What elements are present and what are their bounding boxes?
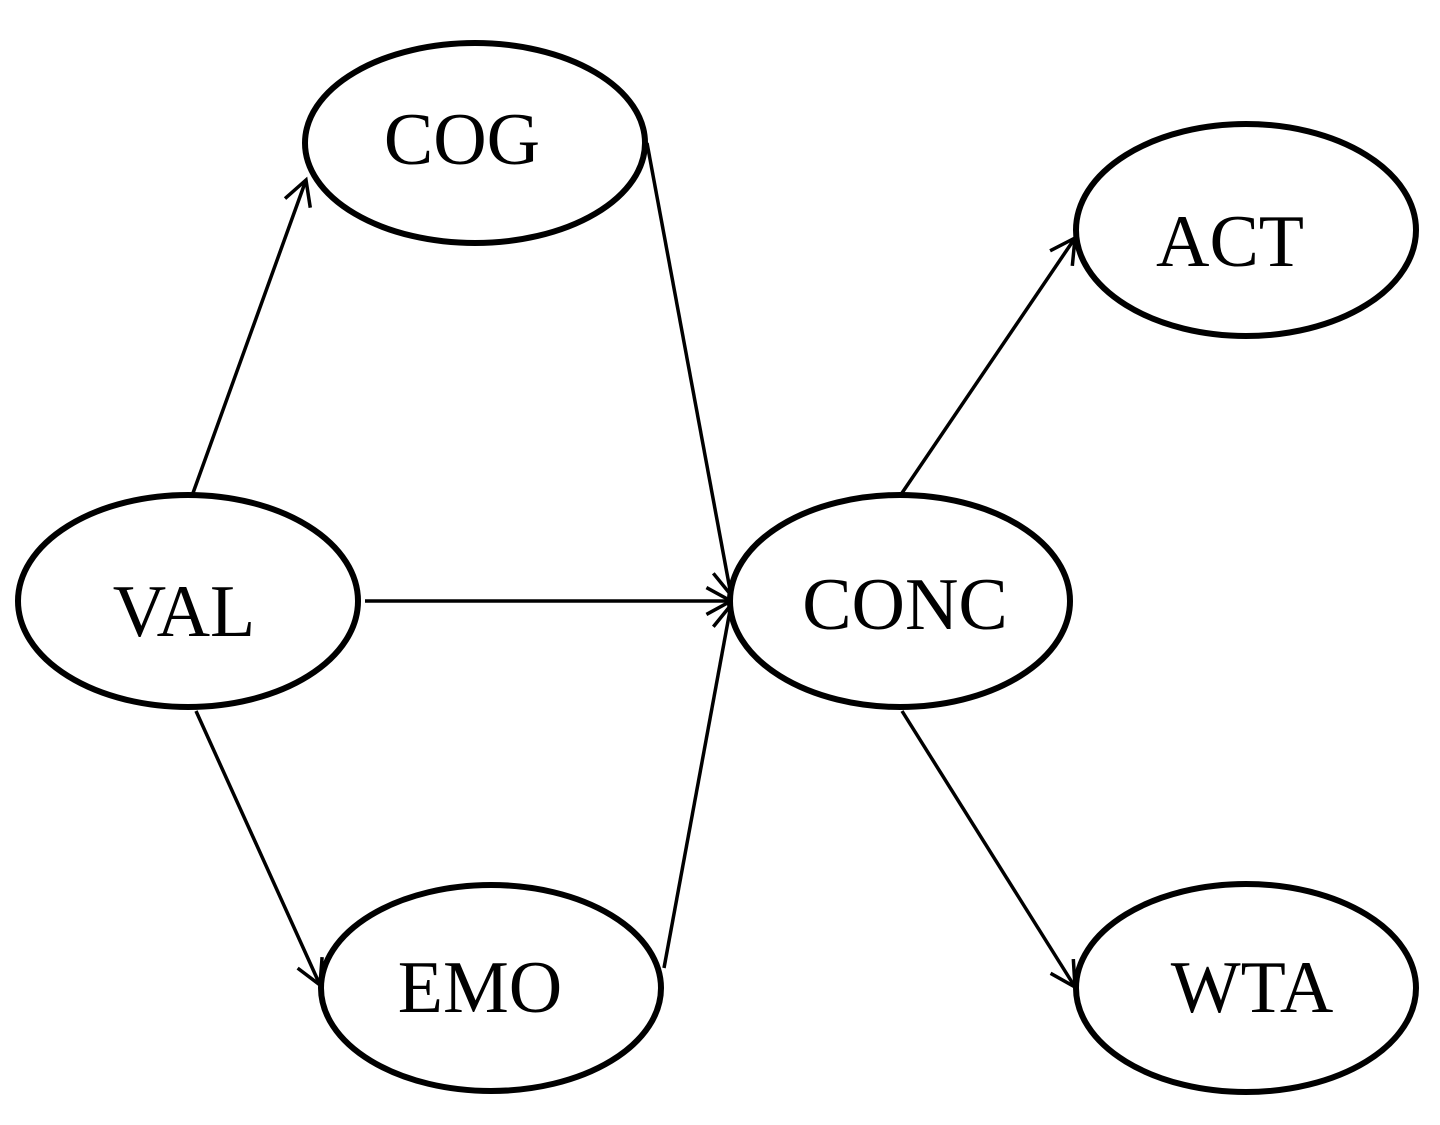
node-val-shape — [15, 492, 361, 710]
edge-emo-to-conc-line — [662, 604, 733, 969]
edge-val-to-cog-arrowhead-icon — [283, 176, 313, 208]
node-wta-shape — [1073, 881, 1419, 1095]
edge-val-to-emo-line — [194, 710, 322, 986]
edge-val-to-cog — [191, 176, 313, 494]
node-emo-shape — [318, 882, 664, 1094]
node-val-label: VAL — [113, 571, 256, 653]
node-conc: CONC — [727, 492, 1073, 710]
edge-cog-to-conc-line — [645, 142, 733, 596]
node-act-label: ACT — [1156, 201, 1304, 283]
node-wta: WTA — [1073, 881, 1419, 1095]
node-emo-label: EMO — [398, 947, 562, 1029]
edge-conc-to-wta-line — [900, 710, 1077, 988]
node-cog-label: COG — [384, 99, 540, 181]
node-cog: COG — [302, 40, 648, 246]
node-cog-shape — [302, 40, 648, 246]
node-emo: EMO — [318, 882, 664, 1094]
node-conc-shape — [727, 492, 1073, 710]
node-conc-label: CONC — [802, 564, 1008, 646]
node-val: VAL — [15, 492, 361, 710]
node-act: ACT — [1073, 121, 1419, 339]
edge-conc-to-act-line — [900, 237, 1077, 494]
edge-val-to-cog-line — [191, 179, 308, 494]
node-act-shape — [1073, 121, 1419, 339]
node-wta-label: WTA — [1171, 947, 1334, 1029]
